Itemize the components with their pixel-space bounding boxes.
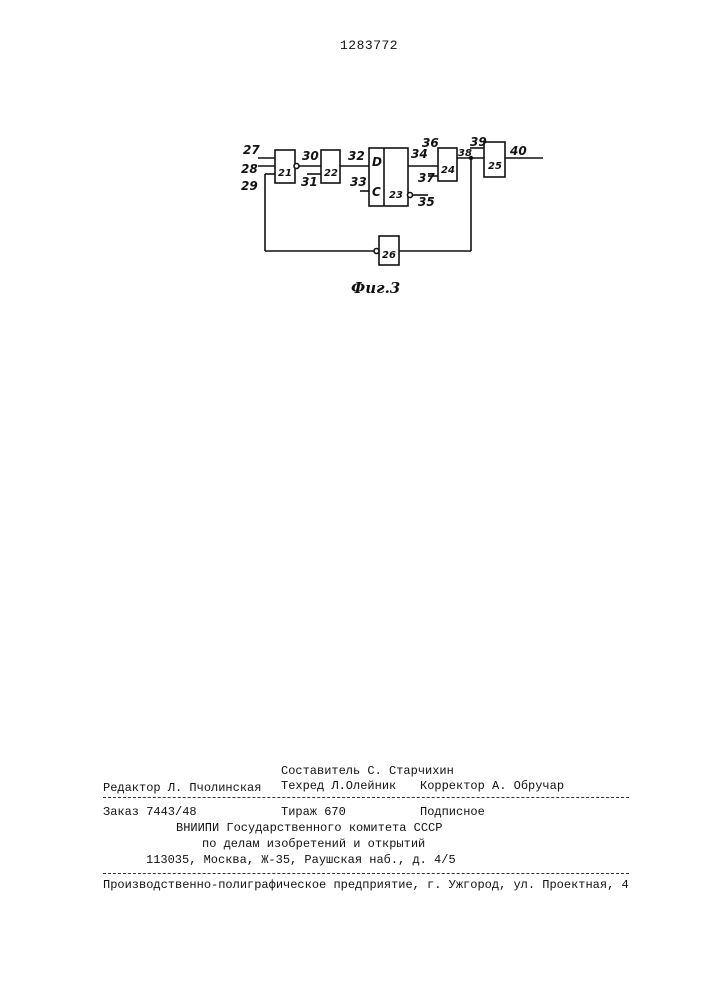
signal-31: 31 <box>301 175 318 189</box>
signal-35: 35 <box>418 195 435 209</box>
inversion-bubble <box>294 164 299 169</box>
flipflop-d-input: D <box>372 155 382 169</box>
signal-33: 33 <box>350 175 367 189</box>
signal-28: 28 <box>241 162 258 176</box>
signal-39: 39 <box>470 135 487 149</box>
divider <box>103 873 629 874</box>
signal-30: 30 <box>302 149 319 163</box>
signal-40: 40 <box>509 144 527 158</box>
circuit-diagram: 21 22 D C 23 24 25 26 27 28 29 30 31 32 … <box>0 0 707 320</box>
organization-line-2: по делам изобретений и открытий <box>202 837 425 851</box>
divider <box>103 797 629 798</box>
signal-38: 38 <box>458 148 472 159</box>
inversion-bubble <box>408 193 413 198</box>
editor: Редактор Л. Пчолинская <box>103 781 261 795</box>
signal-32: 32 <box>348 149 365 163</box>
block-24-label: 24 <box>441 165 455 176</box>
block-25-label: 25 <box>488 161 502 172</box>
address: 113035, Москва, Ж-35, Раушская наб., д. … <box>146 853 456 867</box>
techred: Техред Л.Олейник <box>281 779 396 793</box>
block-26-label: 26 <box>382 250 396 261</box>
compiler: Составитель С. Старчихин <box>281 764 454 778</box>
block-22-label: 22 <box>324 168 338 179</box>
signal-27: 27 <box>243 143 260 157</box>
order-number: Заказ 7443/48 <box>103 805 197 819</box>
printing-house: Производственно-полиграфическое предприя… <box>103 878 629 892</box>
organization-line-1: ВНИИПИ Государственного комитета СССР <box>176 821 442 835</box>
signal-29: 29 <box>241 179 258 193</box>
block-21-label: 21 <box>278 168 292 179</box>
block-23-label: 23 <box>389 190 403 201</box>
signal-36: 36 <box>422 136 439 150</box>
figure-caption: Фиг.3 <box>351 279 400 297</box>
subscription: Подписное <box>420 805 485 819</box>
corrector: Корректор А. Обручар <box>420 779 564 793</box>
circulation: Тираж 670 <box>281 805 346 819</box>
inversion-bubble <box>374 249 379 254</box>
signal-37: 37 <box>418 171 435 185</box>
flipflop-c-input: C <box>372 185 381 199</box>
